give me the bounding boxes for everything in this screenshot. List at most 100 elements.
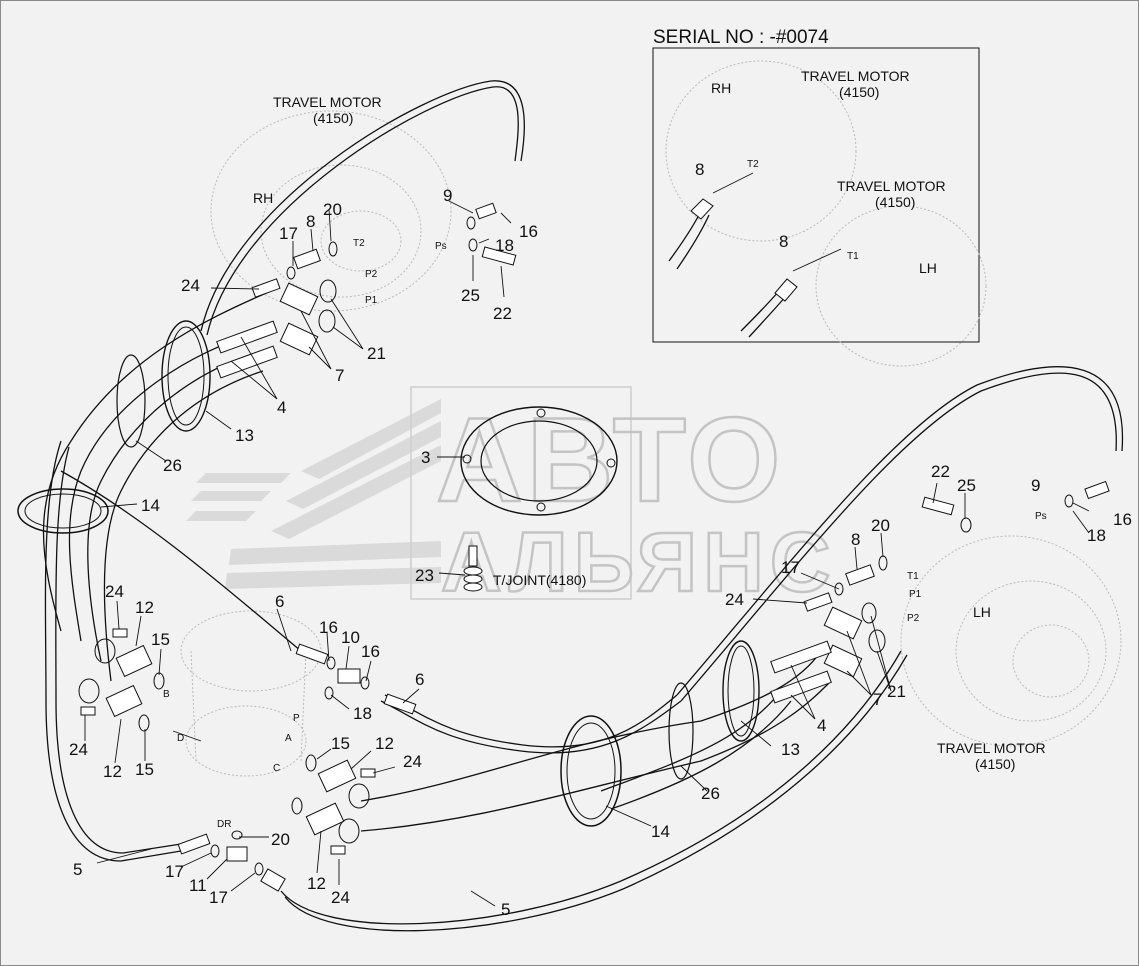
port-p: P <box>293 713 300 724</box>
callout: 25 <box>461 286 480 305</box>
port-a: A <box>285 733 292 744</box>
callout: 18 <box>495 236 514 255</box>
callout: 13 <box>235 426 254 445</box>
callout: 17 <box>165 862 184 881</box>
lh-motor-side: LH <box>973 604 991 620</box>
callout: 18 <box>1087 526 1106 545</box>
port-t1-right: T1 <box>907 571 919 582</box>
fittings-center <box>78 628 417 892</box>
center-joint-ghost <box>180 610 322 777</box>
callout: 8 <box>306 212 315 231</box>
port-t2-top: T2 <box>353 238 365 249</box>
rh-motor-title: TRAVEL MOTOR <box>273 94 382 110</box>
callout: 3 <box>421 448 430 467</box>
callout: 23 <box>415 566 434 585</box>
callout: 12 <box>307 874 326 893</box>
callout: 17 <box>209 888 228 907</box>
callout: 20 <box>871 516 890 535</box>
callout: 6 <box>275 592 284 611</box>
fittings-rh <box>216 202 517 379</box>
callout: 15 <box>135 760 154 779</box>
port-dr: DR <box>217 819 231 830</box>
callout: 16 <box>1113 510 1132 529</box>
travel-motor-lh-ghost <box>900 535 1122 747</box>
callout: 16 <box>519 222 538 241</box>
port-ps-right: Ps <box>1035 511 1047 522</box>
callout: 16 <box>319 618 338 637</box>
callout: 5 <box>73 860 82 879</box>
callout: 18 <box>353 704 372 723</box>
callout: 12 <box>135 598 154 617</box>
callout: 6 <box>415 670 424 689</box>
serial-number: SERIAL NO : -#0074 <box>653 27 829 48</box>
callout: 24 <box>69 740 88 759</box>
callout: 24 <box>725 590 744 609</box>
band-26b <box>668 682 694 780</box>
rotating-joint-plate <box>460 406 618 516</box>
callout: 17 <box>279 224 298 243</box>
port-ps-top: Ps <box>435 241 447 252</box>
callout: 15 <box>331 734 350 753</box>
band-26a <box>116 354 146 448</box>
callout: 5 <box>501 900 510 919</box>
callout: 12 <box>375 734 394 753</box>
callout: 7 <box>335 366 344 385</box>
callout: 24 <box>105 582 124 601</box>
callout: 24 <box>331 888 350 907</box>
callout: 4 <box>277 398 286 417</box>
callout: 9 <box>1031 476 1040 495</box>
serial-inset <box>652 47 987 367</box>
callout: 14 <box>141 496 160 515</box>
lh-motor-title: TRAVEL MOTOR <box>937 740 1046 756</box>
rh-motor-side: RH <box>253 190 273 206</box>
clamp-ring-14b <box>560 715 622 827</box>
leader-lines <box>84 200 1090 907</box>
callout: 22 <box>493 304 512 323</box>
callout: 9 <box>443 186 452 205</box>
clamp-ring-14a <box>17 488 109 534</box>
port-d: D <box>177 733 184 744</box>
tjoint-label: T/JOINT(4180) <box>493 572 586 588</box>
callout: 22 <box>931 462 950 481</box>
callout: 21 <box>887 682 906 701</box>
hose-bundle <box>42 80 1124 932</box>
inset-mid-title: TRAVEL MOTOR <box>837 178 946 194</box>
watermark-line2: АЛЬЯНС <box>441 515 837 609</box>
clamp-ring-13b <box>722 640 760 742</box>
callout: 12 <box>103 762 122 781</box>
callout-numbers: 9 16 18 20 17 8 25 22 24 21 7 4 13 26 14… <box>69 160 1132 919</box>
callout: 16 <box>361 642 380 661</box>
rh-motor-code: (4150) <box>313 110 353 126</box>
callout: 14 <box>651 822 670 841</box>
inset-top-title: TRAVEL MOTOR <box>801 68 910 84</box>
port-c: C <box>273 763 280 774</box>
lh-motor-code: (4150) <box>975 756 1015 772</box>
callout: 7 <box>873 690 882 709</box>
callout: 8 <box>695 160 704 179</box>
inset-lh-side: LH <box>919 260 937 276</box>
callout: 26 <box>163 456 182 475</box>
port-p2-top: P2 <box>365 269 378 280</box>
port-t1-inset: T1 <box>847 251 859 262</box>
port-p1-right: P1 <box>909 589 922 600</box>
callout: 24 <box>181 276 200 295</box>
inset-adapter-lower <box>774 278 798 302</box>
inset-mid-code: (4150) <box>875 194 915 210</box>
clamp-ring-13a <box>161 320 211 432</box>
inset-adapter-upper <box>690 198 714 220</box>
callout: 25 <box>957 476 976 495</box>
callout: 20 <box>271 830 290 849</box>
inset-top-code: (4150) <box>839 84 879 100</box>
callout: 8 <box>779 232 788 251</box>
callout: 21 <box>367 344 386 363</box>
port-t2-inset: T2 <box>747 159 759 170</box>
callout: 20 <box>323 200 342 219</box>
port-b: B <box>163 689 170 700</box>
inset-rh-side: RH <box>711 80 731 96</box>
callout: 4 <box>817 716 826 735</box>
callout: 26 <box>701 784 720 803</box>
callout: 10 <box>341 628 360 647</box>
port-p2-right: P2 <box>907 613 920 624</box>
